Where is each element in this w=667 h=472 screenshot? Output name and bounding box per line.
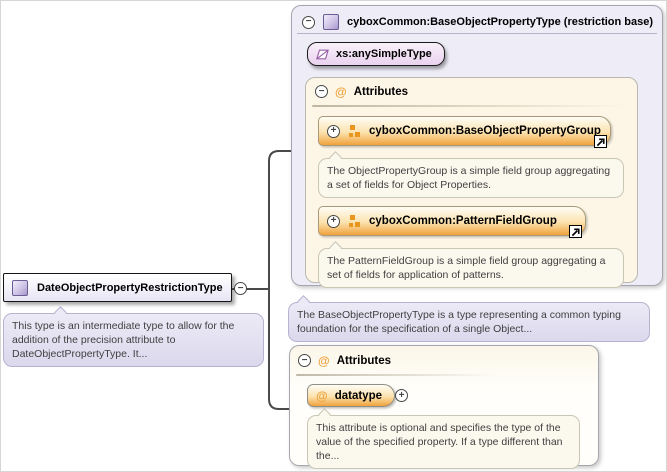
attributes-header: − @ Attributes — [298, 354, 391, 367]
arrow-up-right-icon — [571, 227, 580, 236]
base-type-anysimpletype[interactable]: xs:anySimpleType — [307, 42, 445, 66]
group-name: cyboxCommon:BaseObjectPropertyGroup — [369, 125, 601, 137]
datatype-description-text: This attribute is optional and specifies… — [316, 422, 563, 462]
attributes-title: Attributes — [336, 354, 392, 367]
tooltip-pointer — [318, 408, 331, 421]
expand-toggle-group2[interactable]: + — [327, 214, 340, 228]
base-type-title: cyboxCommon:BaseObjectPropertyType (rest… — [347, 16, 654, 28]
type-box-dateobjectpropertyrestrictiontype[interactable]: DateObjectPropertyRestrictionType — [3, 273, 232, 302]
tooltip-pointer — [329, 241, 342, 254]
base-attributes-section: − @ Attributes + cyboxCommon:BaseObjectP… — [305, 77, 638, 288]
collapse-toggle-attributes-panel[interactable]: − — [298, 354, 311, 367]
base-type-header: − cyboxCommon:BaseObjectPropertyType (re… — [302, 14, 653, 30]
attribute-group-patternfieldgroup[interactable]: + cyboxCommon:PatternFieldGroup — [318, 206, 586, 238]
base-type-description-text: The BaseObjectPropertyType is a type rep… — [297, 309, 621, 335]
anysimpletype-label: xs:anySimpleType — [336, 48, 432, 60]
attribute-at-icon: @ — [335, 84, 347, 99]
type-description-tooltip: This type is an intermediate type to all… — [3, 306, 264, 367]
group1-description-tooltip: The ObjectPropertyGroup is a simple fiel… — [318, 151, 624, 198]
tooltip-pointer — [54, 306, 67, 319]
attribute-at-icon: @ — [316, 388, 328, 403]
group2-description-text: The PatternFieldGroup is a simple field … — [327, 255, 606, 281]
complex-type-icon — [323, 14, 339, 30]
base-type-description-tooltip: The BaseObjectPropertyType is a type rep… — [288, 295, 650, 342]
collapse-toggle-base[interactable]: − — [302, 15, 315, 29]
attribute-datatype[interactable]: @ datatype — [307, 384, 395, 407]
soft-separator — [312, 105, 627, 107]
type-name: DateObjectPropertyRestrictionType — [37, 281, 223, 294]
collapse-toggle-type[interactable]: − — [234, 282, 247, 295]
type-description-text: This type is an intermediate type to all… — [12, 320, 235, 360]
attribute-group-icon — [349, 124, 360, 137]
group2-description-tooltip: The PatternFieldGroup is a simple field … — [318, 241, 624, 288]
soft-separator — [296, 374, 496, 376]
tooltip-pointer — [329, 151, 342, 164]
expand-toggle-group1[interactable]: + — [327, 124, 340, 138]
external-link-icon[interactable] — [594, 135, 607, 148]
header-separator — [297, 33, 657, 34]
attributes-title: Attributes — [353, 85, 409, 98]
arrow-up-right-icon — [596, 137, 605, 146]
external-link-icon[interactable] — [569, 225, 582, 238]
group-name: cyboxCommon:PatternFieldGroup — [369, 215, 557, 227]
complex-type-icon — [12, 279, 28, 296]
attributes-panel: − @ Attributes @ datatype + This attribu… — [289, 345, 599, 469]
expand-toggle-datatype[interactable]: + — [395, 389, 408, 402]
base-type-panel: − cyboxCommon:BaseObjectPropertyType (re… — [291, 5, 663, 288]
tooltip-pointer — [297, 295, 310, 308]
attribute-at-icon: @ — [318, 353, 330, 368]
datatype-description-tooltip: This attribute is optional and specifies… — [307, 408, 580, 469]
attribute-group-icon — [349, 214, 360, 227]
attributes-header: − @ Attributes — [315, 85, 408, 98]
collapse-toggle-attributes[interactable]: − — [315, 85, 328, 98]
group1-description-text: The ObjectPropertyGroup is a simple fiel… — [327, 165, 611, 191]
attribute-name: datatype — [334, 389, 382, 402]
attribute-group-baseobjectpropertygroup[interactable]: + cyboxCommon:BaseObjectPropertyGroup — [318, 116, 611, 148]
simple-type-icon — [316, 49, 329, 59]
